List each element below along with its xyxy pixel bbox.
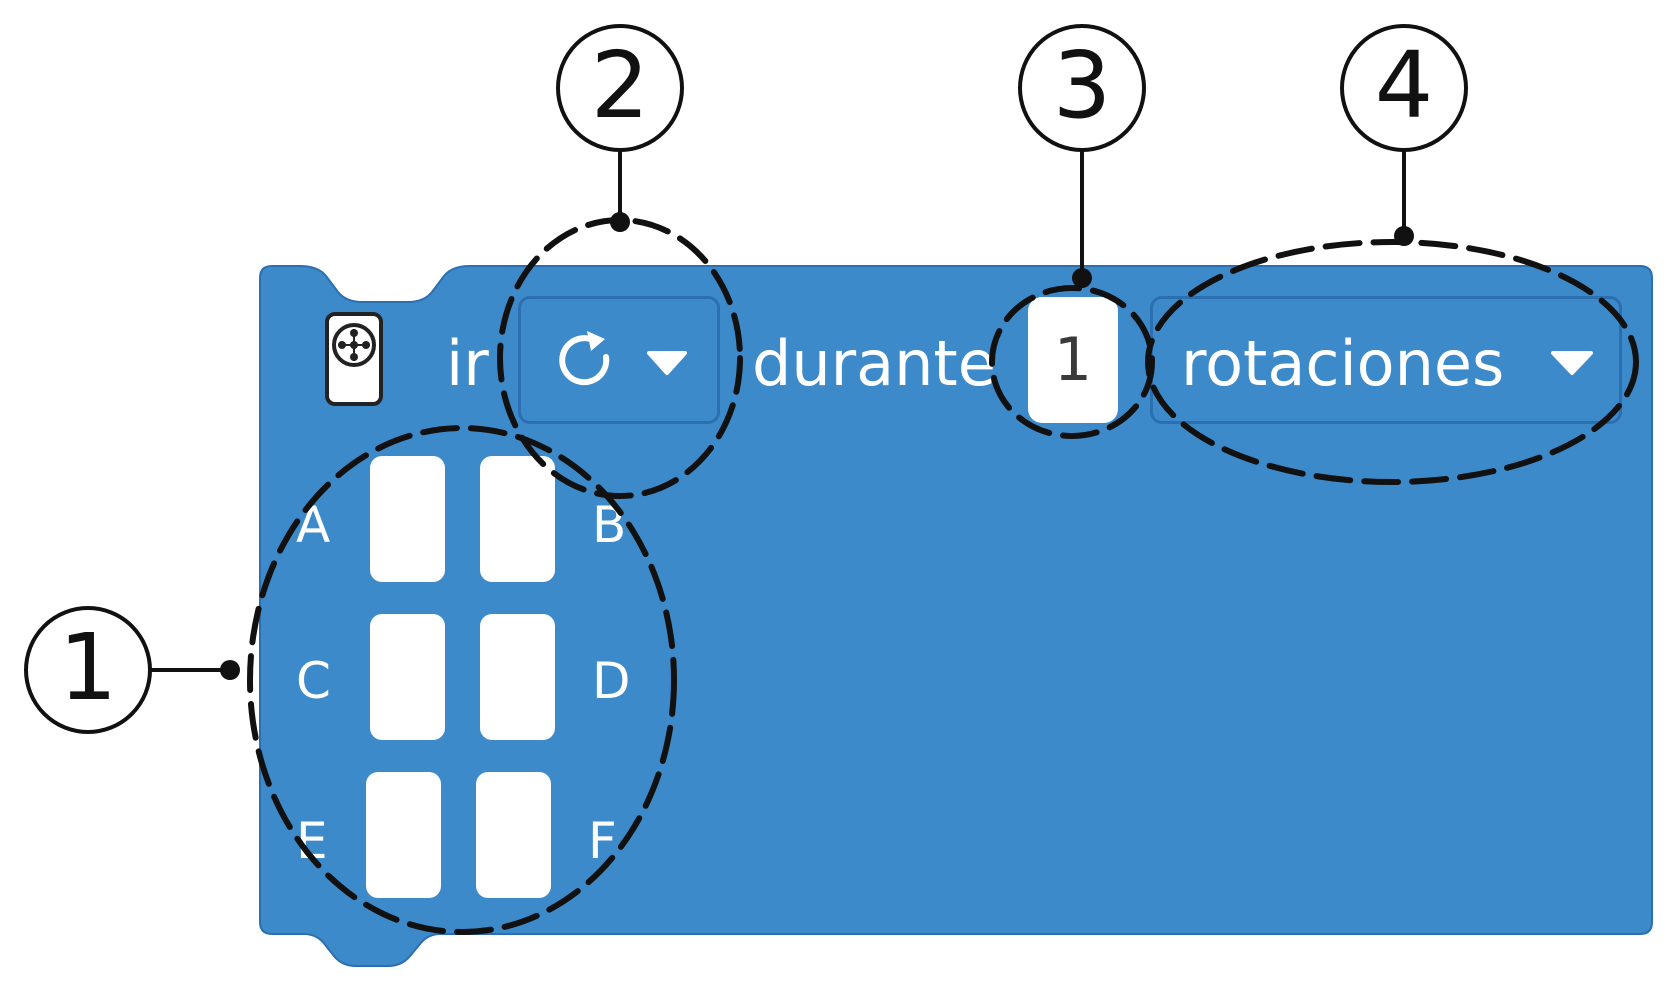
- port-label-c: C: [296, 652, 331, 710]
- port-c-toggle[interactable]: [370, 614, 445, 740]
- port-label-d: D: [592, 652, 631, 710]
- verb-label: ir: [446, 327, 489, 400]
- callout-number-3: 3: [1052, 32, 1112, 139]
- preposition-label: durante: [752, 327, 996, 400]
- direction-dropdown[interactable]: [518, 296, 720, 424]
- caret-down-icon: [1551, 351, 1593, 375]
- port-b-toggle[interactable]: [480, 456, 555, 582]
- rotate-clockwise-icon: [559, 331, 610, 386]
- port-label-b: B: [592, 496, 627, 554]
- port-f-toggle[interactable]: [476, 772, 551, 898]
- motor-icon: [325, 312, 383, 406]
- callout-number-1: 1: [58, 614, 118, 721]
- unit-dropdown[interactable]: rotaciones: [1150, 296, 1622, 424]
- caret-down-icon: [647, 351, 687, 375]
- port-d-toggle[interactable]: [480, 614, 555, 740]
- port-e-toggle[interactable]: [366, 772, 441, 898]
- callout-number-4: 4: [1374, 32, 1434, 139]
- port-label-f: F: [588, 812, 617, 870]
- port-label-e: E: [296, 812, 328, 870]
- callout-number-2: 2: [590, 32, 650, 139]
- amount-input[interactable]: 1: [1028, 297, 1118, 423]
- port-a-toggle[interactable]: [370, 456, 445, 582]
- unit-label: rotaciones: [1181, 327, 1505, 400]
- port-label-a: A: [296, 496, 331, 554]
